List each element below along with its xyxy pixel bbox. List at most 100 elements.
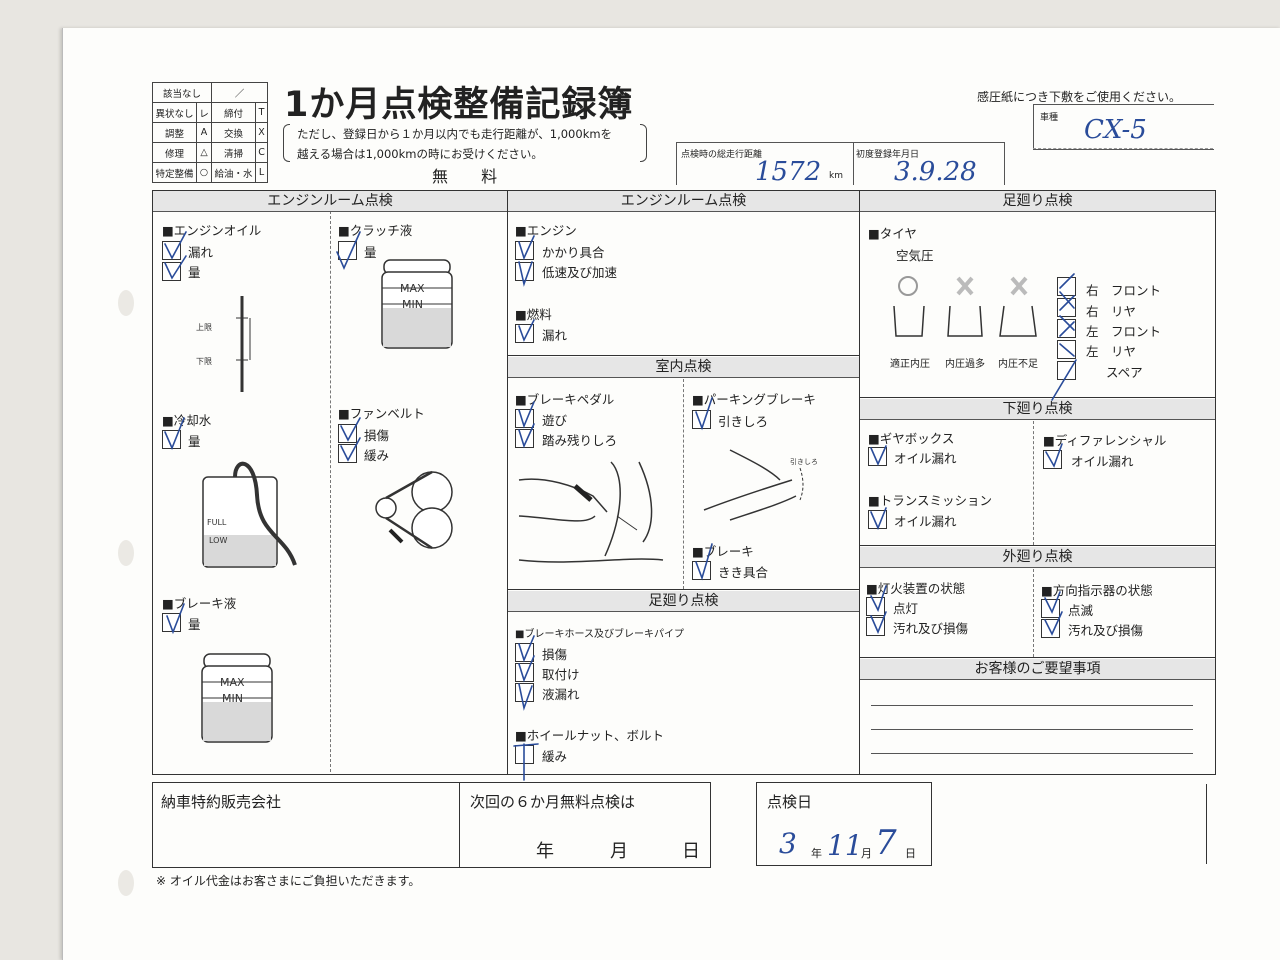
brake-hose-label: ■ブレーキホース及びブレーキパイプ bbox=[515, 629, 684, 640]
checkbox-engine-lowspeed[interactable] bbox=[515, 262, 534, 281]
brake-label: ■ブレーキ bbox=[692, 544, 754, 559]
checkbox-lights-dirt[interactable] bbox=[866, 617, 885, 636]
item-label: 量 bbox=[188, 265, 201, 280]
legend-cell: 清掃 bbox=[210, 142, 257, 163]
item-label: 右 フロント bbox=[1086, 283, 1162, 298]
brake-pedal-illustration bbox=[518, 461, 664, 563]
item-label: 量 bbox=[188, 434, 201, 449]
legend-cell: 締付 bbox=[210, 102, 257, 123]
inspection-date-box: 点検日 3 年 11 月 7 日 bbox=[756, 782, 932, 866]
checkbox-gearbox-leak[interactable] bbox=[868, 447, 887, 466]
dipstick-upper: 上限 bbox=[196, 323, 212, 332]
fanbelt-illustration bbox=[375, 470, 453, 550]
next-year-unit: 年 bbox=[536, 841, 554, 862]
checkbox-clutch-amount[interactable] bbox=[338, 241, 357, 260]
mileage-value[interactable]: 1572 bbox=[755, 157, 822, 187]
column-divider bbox=[1033, 421, 1034, 545]
legend-cell: レ bbox=[196, 102, 212, 123]
legend-cell: T bbox=[255, 102, 268, 123]
page-title: 1か月点検整備記録簿 bbox=[284, 85, 634, 125]
checkbox-tire-lf[interactable] bbox=[1057, 319, 1076, 338]
inspection-grid: エンジンルーム点検 エンジンルーム点検 足廻り点検 室内点検 足廻り点検 下廻り… bbox=[152, 190, 1216, 775]
item-label: 取付け bbox=[542, 667, 580, 682]
checkbox-signal-blink[interactable] bbox=[1041, 599, 1060, 618]
inspection-month[interactable]: 11 bbox=[827, 829, 863, 862]
vehicle-box: 車種 CX-5 bbox=[1033, 104, 1214, 150]
note-line: ただし、登録日から１か月以内でも走行距離が、1,000kmを bbox=[297, 127, 613, 141]
checkbox-fanbelt-loose[interactable] bbox=[338, 444, 357, 463]
checkbox-parking-pull[interactable] bbox=[692, 410, 711, 429]
checkbox-tire-lr[interactable] bbox=[1057, 340, 1076, 359]
coolant-full: FULL bbox=[207, 518, 227, 527]
item-label: 点灯 bbox=[893, 601, 919, 616]
inspection-year[interactable]: 3 bbox=[779, 827, 797, 860]
checkbox-wheel-nut-loose[interactable] bbox=[515, 745, 534, 764]
request-line bbox=[871, 753, 1193, 754]
legend-cell: △ bbox=[196, 142, 212, 163]
checkbox-tire-spare[interactable] bbox=[1057, 361, 1076, 380]
item-label: 引きしろ bbox=[718, 414, 769, 429]
checkbox-hose-install[interactable] bbox=[515, 663, 534, 682]
inspection-day[interactable]: 7 bbox=[875, 823, 897, 863]
next-month-unit: 月 bbox=[610, 841, 628, 862]
brake-fluid-label: ■ブレーキ液 bbox=[162, 596, 237, 611]
checkbox-brake-fluid-amount[interactable] bbox=[162, 613, 181, 632]
checkbox-diff-leak[interactable] bbox=[1043, 450, 1062, 469]
section-header: 下廻り点検 bbox=[860, 399, 1215, 420]
checkbox-hose-damage[interactable] bbox=[515, 643, 534, 662]
checkbox-oil-leak[interactable] bbox=[162, 241, 181, 260]
section-header: エンジンルーム点検 bbox=[508, 191, 859, 212]
section-header: 足廻り点検 bbox=[860, 191, 1215, 212]
checkbox-coolant-amount[interactable] bbox=[162, 430, 181, 449]
column-divider bbox=[330, 211, 331, 772]
item-label: かかり具合 bbox=[542, 245, 605, 260]
next-inspection-label: 次回の６か月無料点検は bbox=[470, 793, 636, 811]
engine-label: ■エンジン bbox=[515, 223, 577, 238]
legend-cell: 給油・水 bbox=[210, 162, 257, 183]
request-line bbox=[871, 705, 1193, 706]
item-label: 汚れ及び損傷 bbox=[1068, 623, 1144, 638]
paper-note: 感圧紙につき下敷をご使用ください。 bbox=[977, 90, 1182, 104]
checkbox-signal-dirt[interactable] bbox=[1041, 619, 1060, 638]
legend-cell: X bbox=[255, 122, 268, 143]
vehicle-value[interactable]: CX-5 bbox=[1084, 115, 1147, 145]
coolant-label: ■冷却水 bbox=[162, 413, 212, 428]
reservoir-max: MAX bbox=[220, 676, 245, 689]
item-label: 緩み bbox=[364, 448, 390, 463]
registration-label: 初度登録年月日 bbox=[856, 150, 920, 160]
checkbox-tire-rr[interactable] bbox=[1057, 298, 1076, 317]
registration-value[interactable]: 3.9.28 bbox=[894, 157, 977, 187]
checkbox-pedal-play[interactable] bbox=[515, 409, 534, 428]
binder-hole bbox=[118, 290, 134, 316]
legend-cell: C bbox=[255, 142, 268, 163]
dealer-label: 納車特約販売会社 bbox=[161, 793, 282, 811]
checkbox-trans-leak[interactable] bbox=[868, 510, 887, 529]
gearbox-label: ■ギヤボックス bbox=[868, 431, 955, 446]
tire-ok-label: 適正内圧 bbox=[890, 359, 930, 370]
checkbox-tire-rf[interactable] bbox=[1057, 277, 1076, 296]
item-label: 踏み残りしろ bbox=[542, 433, 618, 448]
transmission-label: ■トランスミッション bbox=[868, 493, 993, 508]
mileage-label: 点検時の総走行距離 bbox=[681, 150, 763, 160]
checkbox-lights-lit[interactable] bbox=[866, 597, 885, 616]
section-header: 外廻り点検 bbox=[860, 547, 1215, 568]
checkbox-pedal-remaining[interactable] bbox=[515, 429, 534, 448]
checkbox-engine-starting[interactable] bbox=[515, 241, 534, 260]
signal-label: ■方向指示器の状態 bbox=[1041, 583, 1153, 598]
vehicle-label: 車種 bbox=[1040, 113, 1059, 123]
checkbox-fuel-leak[interactable] bbox=[515, 324, 534, 343]
checkbox-brake-effect[interactable] bbox=[692, 561, 711, 580]
dealer-box: 納車特約販売会社 bbox=[152, 782, 460, 868]
legend-cell: 該当なし bbox=[152, 82, 212, 103]
tire-low-label: 内圧不足 bbox=[998, 359, 1038, 370]
next-day-unit: 日 bbox=[682, 841, 700, 862]
clutch-reservoir-illustration: MAX MIN bbox=[381, 259, 453, 349]
tire-pressure-label: 空気圧 bbox=[896, 248, 934, 263]
note-line: 越える場合は1,000kmの時にお受けください。 bbox=[297, 147, 543, 161]
checkbox-hose-leak[interactable] bbox=[515, 683, 534, 702]
checkbox-fanbelt-damage[interactable] bbox=[338, 424, 357, 443]
clutch-label: ■クラッチ液 bbox=[338, 223, 413, 238]
wheel-nut-label: ■ホイールナット、ボルト bbox=[515, 728, 665, 743]
checkbox-oil-amount[interactable] bbox=[162, 262, 181, 281]
